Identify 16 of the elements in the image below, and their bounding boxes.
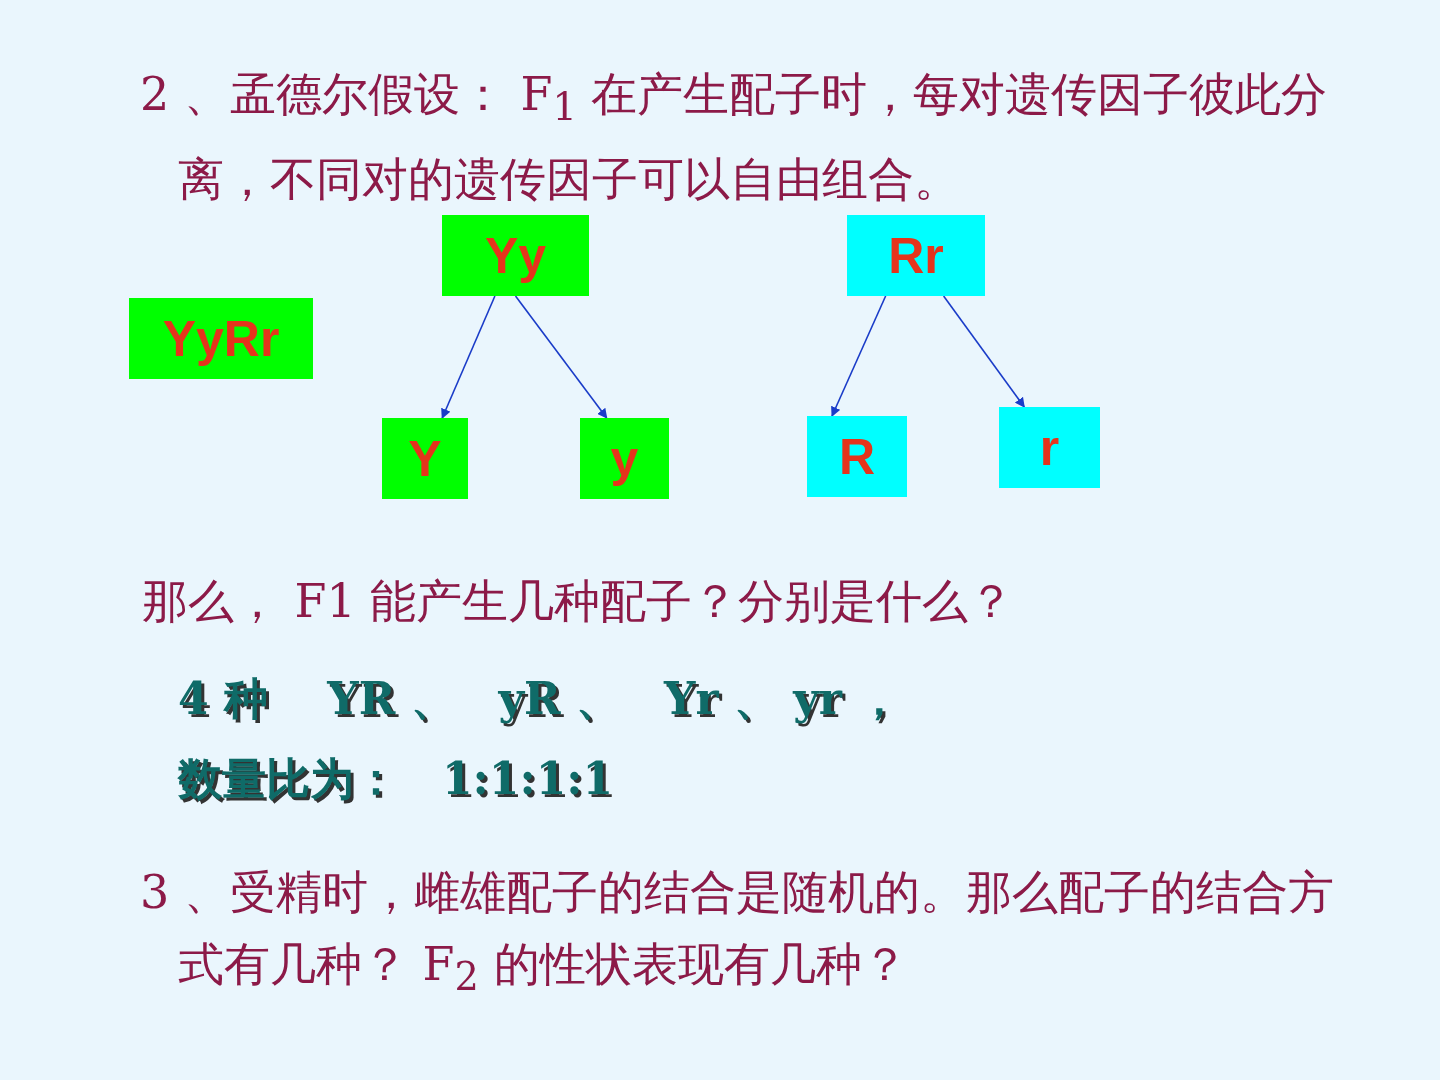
genotype-box: Rr — [847, 215, 985, 296]
genotype-box: R — [807, 416, 907, 497]
arrow — [942, 295, 1026, 408]
paragraph: 3 、受精时，雌雄配子的结合是随机的。那么配子的结合方式有几种？ F$_{2}$ 的性状表现有几种？ — [140, 864, 1335, 1002]
genotype-box: Yy — [442, 215, 589, 296]
genotype-box: r — [999, 407, 1100, 488]
answer-text: 4 种 YR 、 yR 、 Yr 、 yr ， — [178, 672, 902, 726]
genotype-box: y — [580, 418, 669, 499]
arrow — [441, 295, 496, 419]
ratio-text: 数量比为： 1:1:1:1 — [178, 752, 614, 806]
question-text: 那么， F1 能产生几种配子？分别是什么？ — [142, 573, 1016, 630]
paragraph: 2 、孟德尔假设： F$_{1}$ 在产生配子时，每对遗传因子彼此分离，不同对的遗传因子可以自由组合。 — [140, 66, 1329, 209]
genotype-box: YyRr — [129, 298, 313, 379]
genotype-box: Y — [382, 418, 468, 499]
arrow — [831, 295, 887, 417]
arrow — [514, 295, 608, 419]
